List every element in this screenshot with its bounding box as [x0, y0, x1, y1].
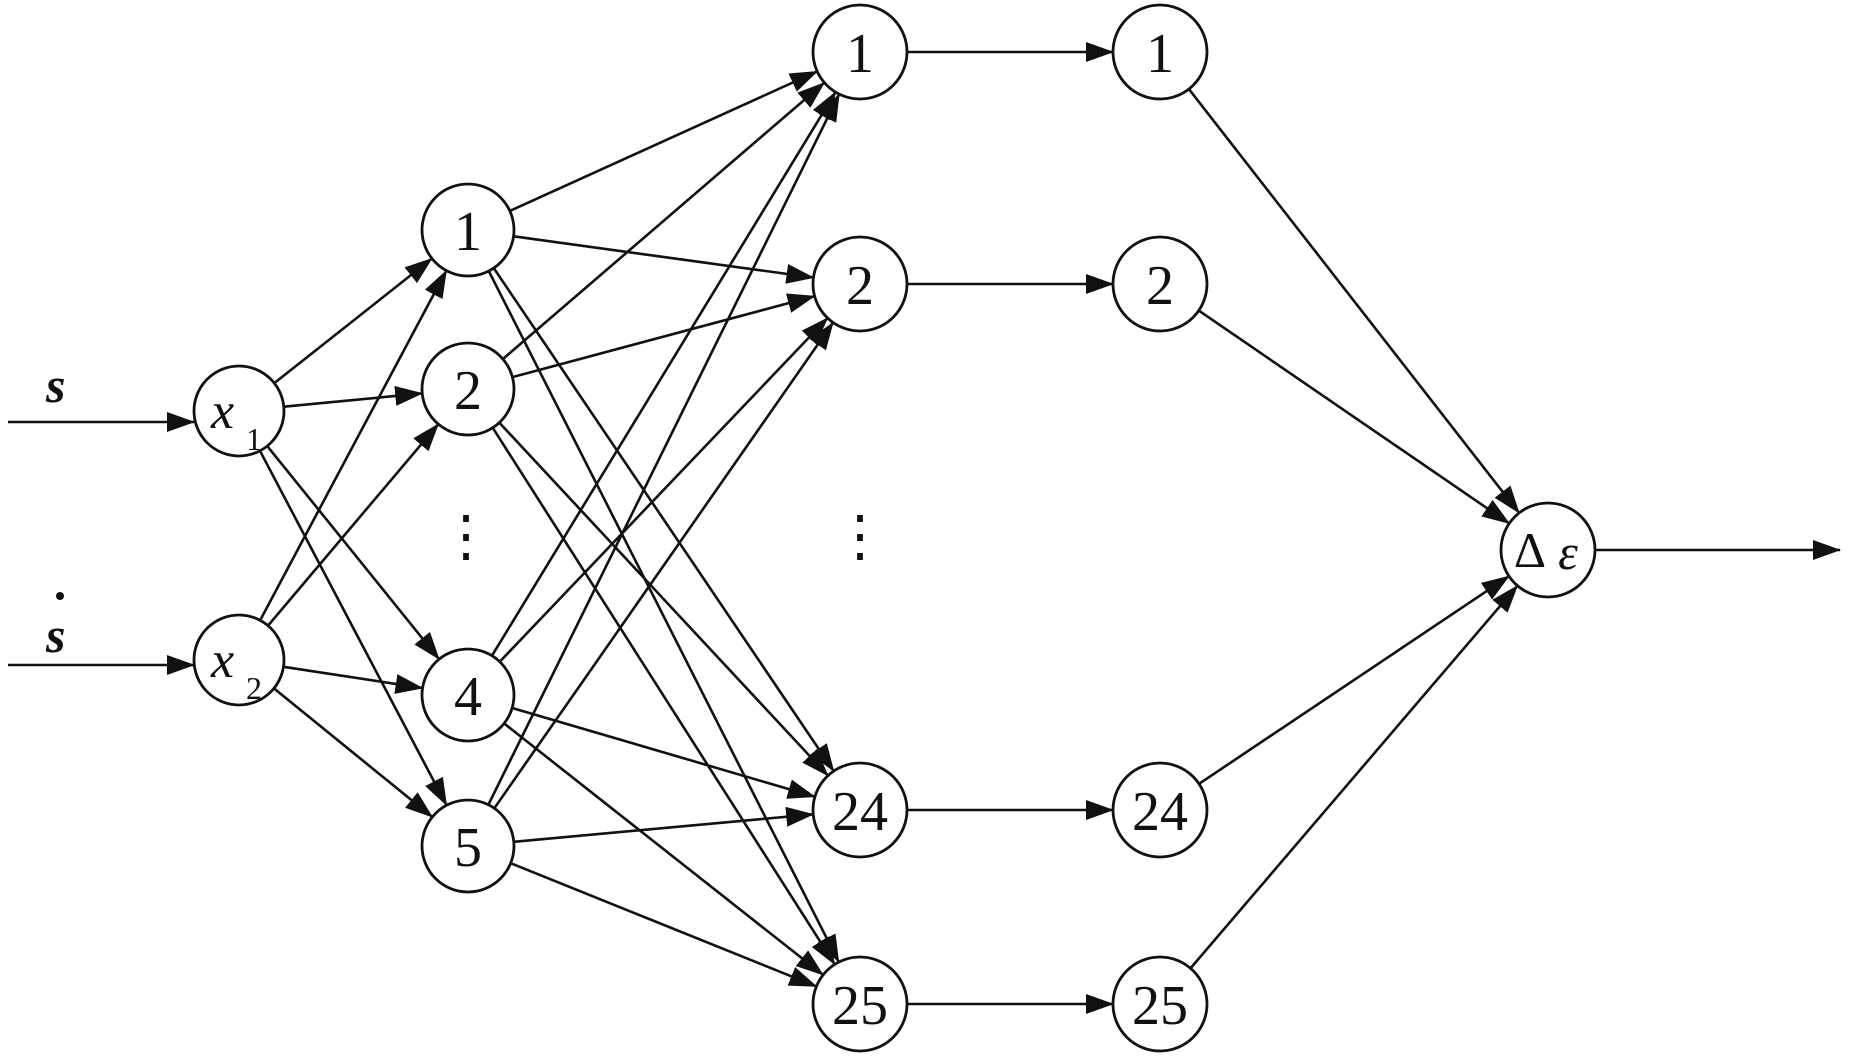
edge-l4-2-out — [1198, 575, 1510, 785]
layer2-node-5: 5 — [420, 798, 516, 894]
svg-text:x: x — [210, 383, 234, 440]
edge-l1-1-l2-0 — [259, 269, 448, 621]
svg-text:1: 1 — [454, 201, 482, 263]
layer3-node-24: 24 — [811, 761, 909, 859]
edge-l2-1-l3-3 — [491, 427, 836, 966]
layer4-node-24: 24 — [1111, 761, 1209, 859]
edge-l2-0-l3-2 — [492, 267, 835, 772]
node-x2: x 2 — [192, 613, 286, 707]
svg-text:s: s — [45, 357, 65, 413]
svg-text:24: 24 — [1132, 781, 1188, 843]
edge-l2-3-l3-1 — [493, 321, 835, 810]
edge-l2-2-l3-2 — [511, 706, 816, 799]
layer2-node-2: 2 — [420, 341, 516, 437]
edge-l2-2-l3-3 — [503, 722, 824, 976]
node-x1: x 1 — [192, 364, 286, 458]
edge-l1-1-l2-1 — [267, 423, 440, 627]
svg-text:2: 2 — [1146, 255, 1174, 317]
layer2-ellipsis: ⋮ — [438, 506, 494, 568]
edge-l1-1-l2-2 — [283, 665, 424, 694]
edge-l2-2-l3-1 — [498, 317, 829, 663]
layer2-node-4: 4 — [420, 647, 516, 743]
input-s-dot: s — [45, 592, 65, 663]
svg-text:2: 2 — [846, 255, 874, 317]
svg-text:5: 5 — [454, 817, 482, 879]
edge-l1-0-l2-3 — [258, 450, 448, 807]
svg-text:ε: ε — [1558, 524, 1578, 580]
svg-text:4: 4 — [454, 666, 482, 728]
layer4-node-1: 1 — [1111, 3, 1209, 101]
edge-l2-0-l3-3 — [487, 270, 840, 963]
edge-l2-0-l3-1 — [513, 234, 815, 284]
svg-text:1: 1 — [1146, 23, 1174, 85]
edge-l2-1-l3-0 — [502, 81, 826, 360]
svg-text:Δ: Δ — [1514, 522, 1546, 578]
layer2-node-1: 1 — [420, 182, 516, 278]
derivative-dot — [56, 592, 64, 600]
layer3-ellipsis: ⋮ — [832, 506, 888, 568]
connection-edges — [8, 42, 1841, 1014]
layer3-node-1: 1 — [811, 3, 909, 101]
svg-text:2: 2 — [454, 360, 482, 422]
edge-l2-1-l3-1 — [512, 293, 816, 379]
svg-text:25: 25 — [1132, 975, 1188, 1037]
svg-text:2: 2 — [246, 670, 262, 706]
edge-l4-3-out — [1189, 584, 1519, 970]
edge-l1-1-l2-3 — [273, 687, 434, 819]
output-node-delta-epsilon: Δ ε — [1499, 501, 1597, 599]
svg-text:1: 1 — [246, 421, 262, 457]
svg-text:24: 24 — [832, 781, 888, 843]
edge-l2-3-l3-0 — [487, 93, 841, 806]
layer3-node-25: 25 — [811, 955, 909, 1053]
svg-text:1: 1 — [846, 23, 874, 85]
edge-l2-3-l3-3 — [510, 861, 818, 988]
edge-l2-0-l3-0 — [509, 70, 819, 213]
edge-l1-0-l2-0 — [273, 257, 433, 385]
edge-l1-0-l2-2 — [266, 445, 441, 661]
edge-l4-0-out — [1187, 88, 1521, 514]
svg-text:s: s — [45, 607, 65, 663]
edge-l1-0-l2-1 — [283, 386, 424, 408]
svg-text:25: 25 — [832, 975, 888, 1037]
layer4-node-2: 2 — [1111, 235, 1209, 333]
svg-text:x: x — [210, 632, 234, 689]
edge-l4-1-out — [1198, 309, 1511, 525]
edge-l2-3-l3-2 — [513, 806, 815, 844]
layer3-node-2: 2 — [811, 235, 909, 333]
edge-l2-1-l3-2 — [498, 421, 829, 777]
layer4-node-25: 25 — [1111, 955, 1209, 1053]
input-s: s — [45, 357, 65, 413]
edge-l2-2-l3-0 — [490, 91, 837, 657]
